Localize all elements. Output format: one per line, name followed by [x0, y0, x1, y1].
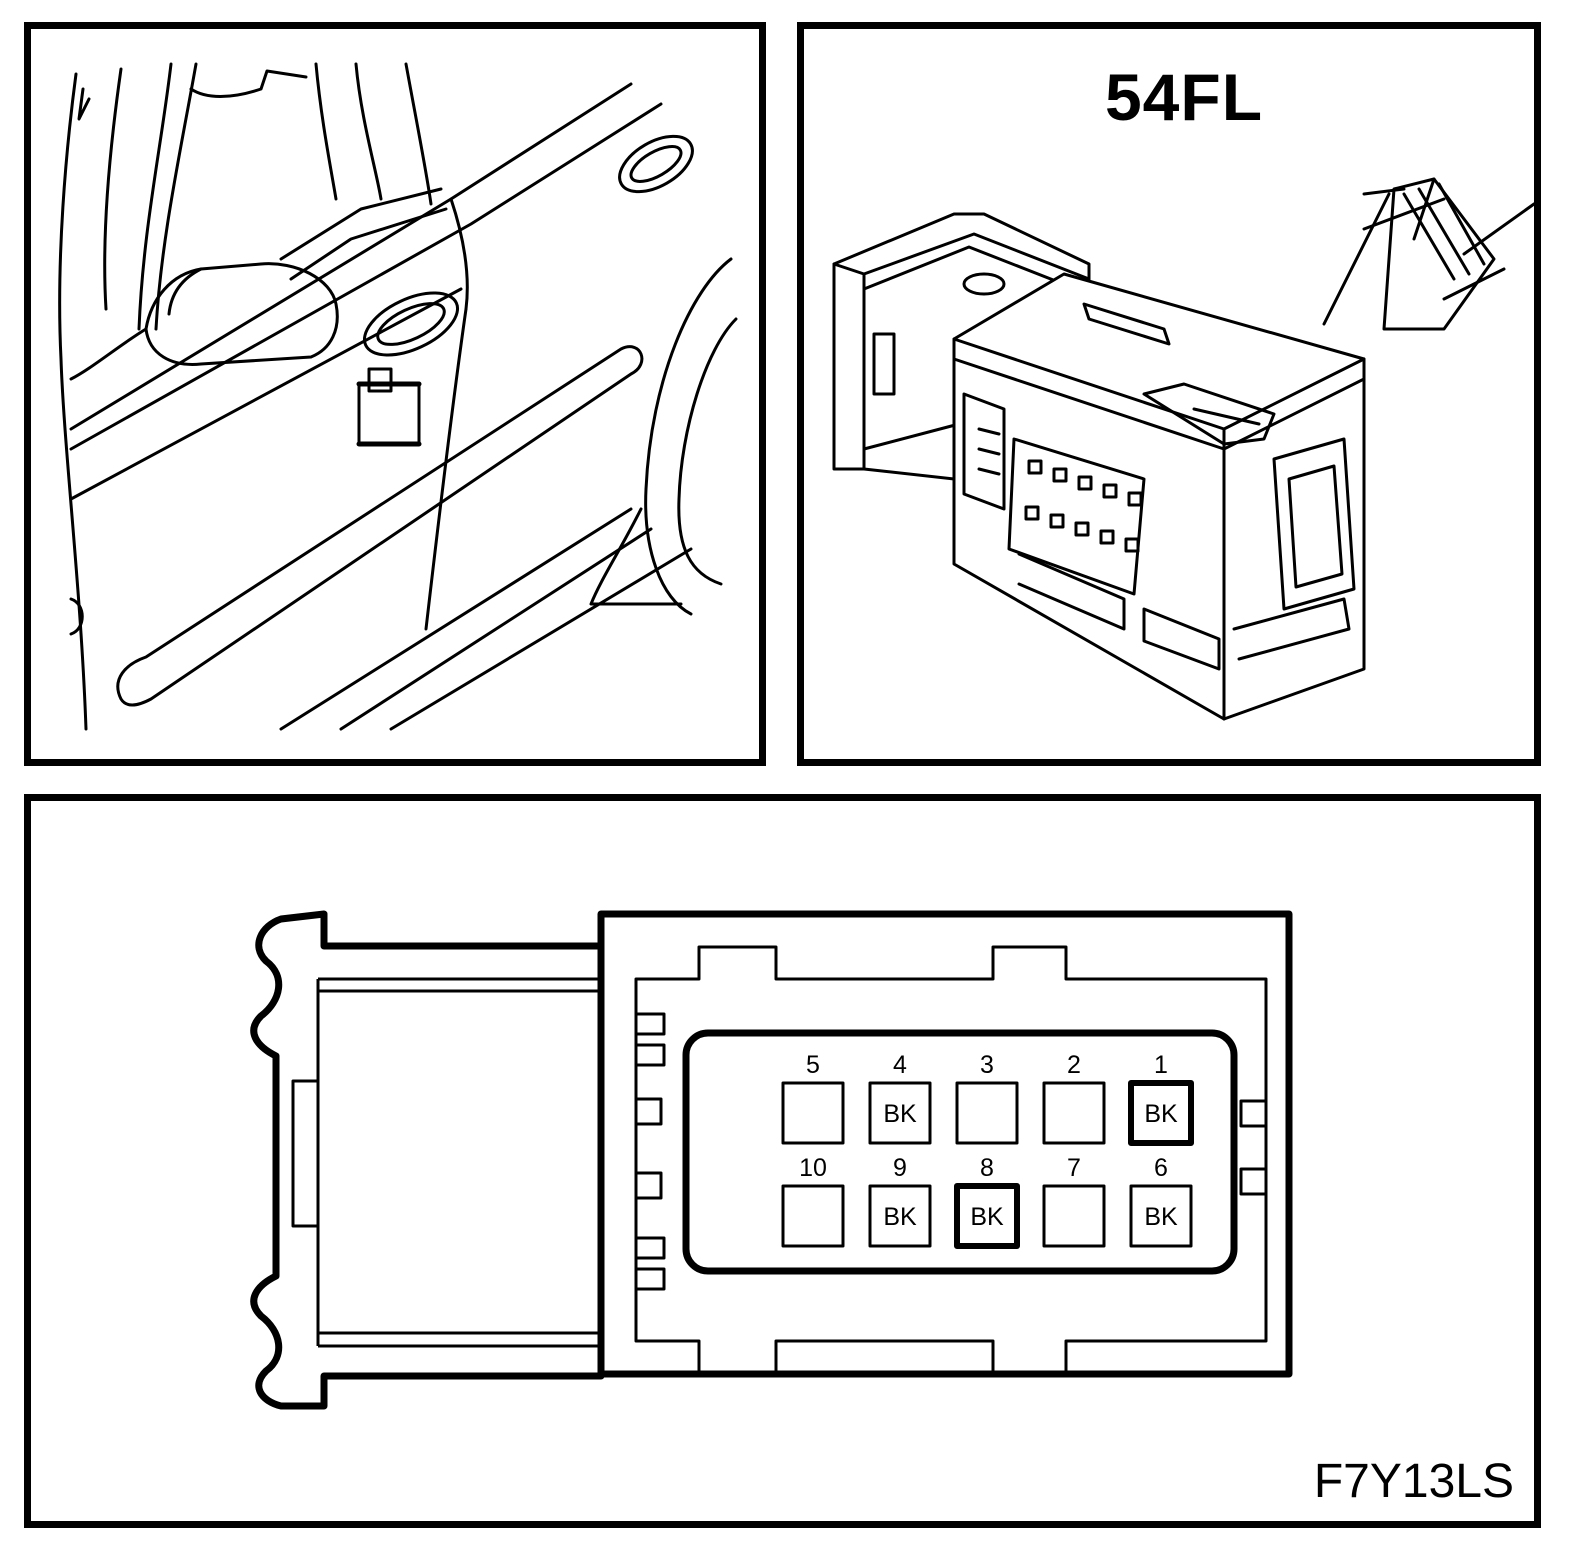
- pin-cavity-7: [1042, 1184, 1106, 1248]
- pin-cavity-6: [1129, 1184, 1193, 1248]
- pin-number-6: 6: [1154, 1154, 1168, 1182]
- pin-number-10: 10: [799, 1154, 827, 1182]
- door-location-illustration: [58, 62, 738, 731]
- pin-cavity-10: [781, 1184, 845, 1248]
- pin-wire-color-1: BK: [1144, 1100, 1178, 1128]
- pin-number-3: 3: [980, 1051, 994, 1079]
- pin-cavity-5: [781, 1081, 845, 1145]
- pin-cavity-1: [1128, 1080, 1194, 1146]
- pin-wire-color-4: BK: [883, 1100, 917, 1128]
- pin-cavity-4: [868, 1081, 932, 1145]
- pin-number-2: 2: [1067, 1051, 1081, 1079]
- vehicle-location-panel: [24, 22, 766, 766]
- pin-number-1: 1: [1154, 1051, 1168, 1079]
- connector-id-label: 54FL: [1104, 60, 1264, 134]
- pin-cavity-8: [954, 1183, 1020, 1249]
- connector-view-panel: 54FL: [797, 22, 1541, 766]
- pin-number-7: 7: [1067, 1154, 1081, 1182]
- pin-wire-color-6: BK: [1144, 1203, 1178, 1231]
- pin-wire-color-8: BK: [970, 1203, 1004, 1231]
- connector-3d-illustration: [832, 177, 1534, 721]
- pin-number-5: 5: [806, 1051, 820, 1079]
- pin-cavity-9: [868, 1184, 932, 1248]
- pin-number-8: 8: [980, 1154, 994, 1182]
- pin-wire-color-9: BK: [883, 1203, 917, 1231]
- pin-number-4: 4: [893, 1051, 907, 1079]
- pin-cavity-3: [955, 1081, 1019, 1145]
- pin-cavity-2: [1042, 1081, 1106, 1145]
- figure-code-label: F7Y13LS: [1313, 1455, 1514, 1508]
- pin-number-9: 9: [893, 1154, 907, 1182]
